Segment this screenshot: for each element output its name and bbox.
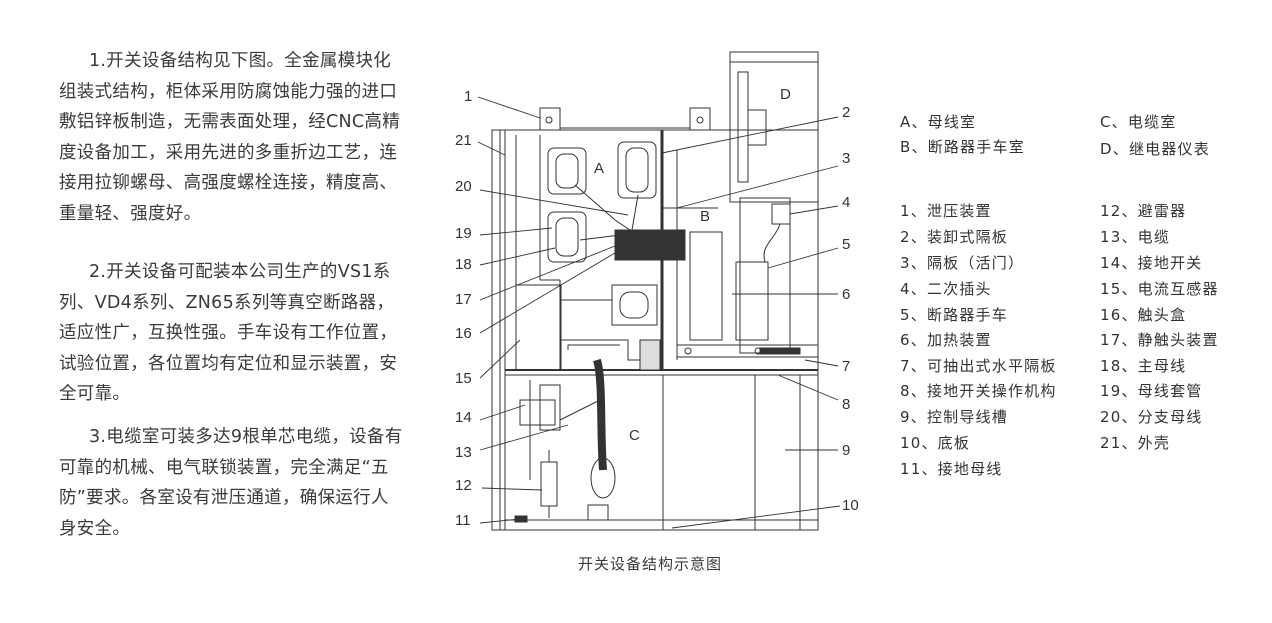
legend-compartment-d: D、继电器仪表 (1100, 140, 1210, 158)
busbar-bushing-upper (547, 147, 587, 195)
compartment-label-a: A (594, 160, 605, 177)
legend-compartment-a: A、母线室 (900, 113, 977, 131)
legend-part-11: 11、接地母线 (900, 460, 1003, 478)
earthing-switch (519, 399, 556, 426)
callout-4: 4 (842, 194, 851, 211)
legend-part-15: 15、电流互感器 (1100, 280, 1219, 298)
breaker-truck-front (689, 231, 723, 341)
callout-13: 13 (455, 444, 472, 461)
callout-7: 7 (842, 358, 851, 375)
callout-9: 9 (842, 442, 851, 459)
diagram-caption: 开关设备结构示意图 (577, 555, 722, 573)
callout-18: 18 (455, 256, 472, 273)
secondary-plug (771, 203, 791, 225)
busbar-bushing-lower (547, 211, 587, 263)
legend-part-13: 13、电缆 (1100, 228, 1171, 246)
callout-3: 3 (842, 150, 851, 167)
circuit-breaker-truck (735, 261, 769, 341)
intro-paragraph-2: 2.开关设备可配装本公司生产的VS1系列、VD4系列、ZN65系列等真空断路器，… (59, 262, 398, 404)
legend-part-7: 7、可抽出式水平隔板 (900, 357, 1057, 375)
pressure-relief-flap-1 (539, 107, 561, 131)
pressure-relief-flap-2 (689, 107, 711, 131)
callout-15: 15 (455, 370, 472, 387)
relay-compartment-d (729, 51, 819, 203)
callout-12: 12 (455, 477, 472, 494)
intro-paragraph-1: 1.开关设备结构见下图。全金属模块化组装式结构，柜体采用防腐蚀能力强的进口敷铝锌… (59, 51, 401, 224)
legend-part-17: 17、静触头装置 (1100, 331, 1219, 349)
legend-part-20: 20、分支母线 (1100, 408, 1203, 426)
legend-part-21: 21、外壳 (1100, 434, 1171, 452)
surge-arrester (540, 461, 558, 507)
legend-part-19: 19、母线套管 (1100, 382, 1203, 400)
legend-part-8: 8、接地开关操作机构 (900, 382, 1057, 400)
current-transformer (590, 457, 616, 499)
callout-17: 17 (455, 291, 472, 308)
callout-14: 14 (455, 409, 472, 426)
legend-part-5: 5、断路器手车 (900, 306, 1008, 324)
intro-paragraph-3: 3.电缆室可装多达9根单芯电缆，设备有可靠的机械、电气联锁装置，完全满足“五防”… (59, 427, 403, 539)
callout-8: 8 (842, 396, 851, 413)
legend-compartment-b: B、断路器手车室 (900, 138, 1025, 156)
callout-6: 6 (842, 286, 851, 303)
legend-part-10: 10、底板 (900, 434, 971, 452)
legend-part-14: 14、接地开关 (1100, 254, 1203, 272)
cable (593, 358, 607, 471)
compartment-label-b: B (700, 208, 711, 225)
contact-box (614, 229, 686, 261)
legend-part-16: 16、触头盒 (1100, 306, 1187, 324)
callout-11: 11 (455, 512, 471, 529)
legend-part-12: 12、避雷器 (1100, 202, 1187, 220)
legend-compartment-c: C、电缆室 (1100, 113, 1177, 131)
breaker-mechanism (611, 284, 658, 326)
callout-16: 16 (455, 325, 472, 342)
legend-part-1: 1、泄压装置 (900, 202, 992, 220)
callout-1: 1 (464, 88, 473, 105)
cabinet-side-wall (491, 129, 506, 531)
legend-part-9: 9、控制导线槽 (900, 408, 1008, 426)
compartment-label-c: C (629, 427, 640, 444)
callout-5: 5 (842, 236, 851, 253)
compartment-label-d: D (780, 86, 791, 103)
legend-part-2: 2、装卸式隔板 (900, 228, 1008, 246)
earth-busbar (514, 515, 528, 523)
callout-19: 19 (455, 225, 472, 242)
legend-part-3: 3、隔板（活门） (900, 254, 1025, 272)
busbar-bushing-right (617, 141, 657, 199)
legend-part-4: 4、二次插头 (900, 280, 992, 298)
callout-21: 21 (455, 132, 472, 149)
legend-part-18: 18、主母线 (1100, 357, 1187, 375)
legend-part-6: 6、加热装置 (900, 331, 992, 349)
callout-20: 20 (455, 178, 472, 195)
callout-10: 10 (842, 497, 859, 514)
callout-2: 2 (842, 104, 851, 121)
